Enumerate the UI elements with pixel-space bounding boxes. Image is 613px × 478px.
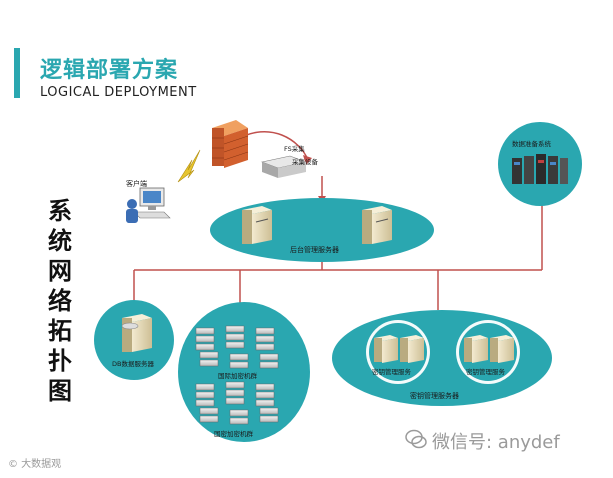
side-title: 系 统 网 络 拓 扑 图 xyxy=(46,196,74,406)
side-title-char: 网 xyxy=(48,257,72,285)
data-prep-label: 数据准备系统 xyxy=(512,139,552,148)
client-pc-icon xyxy=(126,187,171,223)
wechat-icon xyxy=(405,429,427,449)
side-title-char: 图 xyxy=(48,377,72,405)
data-prep-rack-icon xyxy=(512,154,568,184)
page-title: 逻辑部署方案 xyxy=(40,58,179,83)
wechat-watermark: 微信号: anydef xyxy=(432,432,560,453)
page-subtitle: LOGICAL DEPLOYMENT xyxy=(40,85,197,100)
device-label: 采集设备 xyxy=(292,157,319,166)
side-title-char: 扑 xyxy=(48,347,72,375)
key-mgmt-label-2: 密钥管理服务 xyxy=(466,367,506,376)
db-server-icon xyxy=(121,314,152,352)
fs-collect-label: FS采集 xyxy=(284,144,305,153)
side-title-char: 统 xyxy=(48,227,72,255)
db-label: DB数据服务器 xyxy=(112,359,154,368)
national-crypto-machines xyxy=(195,381,279,425)
side-title-char: 系 xyxy=(48,197,72,225)
intl-cluster-label: 国际加密机群 xyxy=(218,371,258,380)
backend-label: 后台管理服务器 xyxy=(290,245,339,254)
device-icon xyxy=(260,155,308,178)
key-mgmt-label-1: 密钥管理服务 xyxy=(372,367,412,376)
backend-server-icon xyxy=(242,206,272,244)
side-title-char: 络 xyxy=(48,287,72,315)
firewall-icon xyxy=(212,120,249,168)
key-server-label: 密钥管理服务器 xyxy=(410,391,459,400)
client-label: 客户端 xyxy=(126,179,147,188)
copyright-mark: © 大数据观 xyxy=(8,459,62,470)
side-title-char: 拓 xyxy=(48,317,72,345)
national-cluster-label: 国密加密机群 xyxy=(214,429,254,438)
lightning-icon xyxy=(177,149,201,183)
key-mgmt-server-icon xyxy=(374,335,424,363)
intl-crypto-machines xyxy=(195,325,279,369)
key-mgmt-server-icon xyxy=(464,335,514,363)
backend-server-icon xyxy=(362,206,392,244)
title-accent-bar xyxy=(14,48,20,98)
